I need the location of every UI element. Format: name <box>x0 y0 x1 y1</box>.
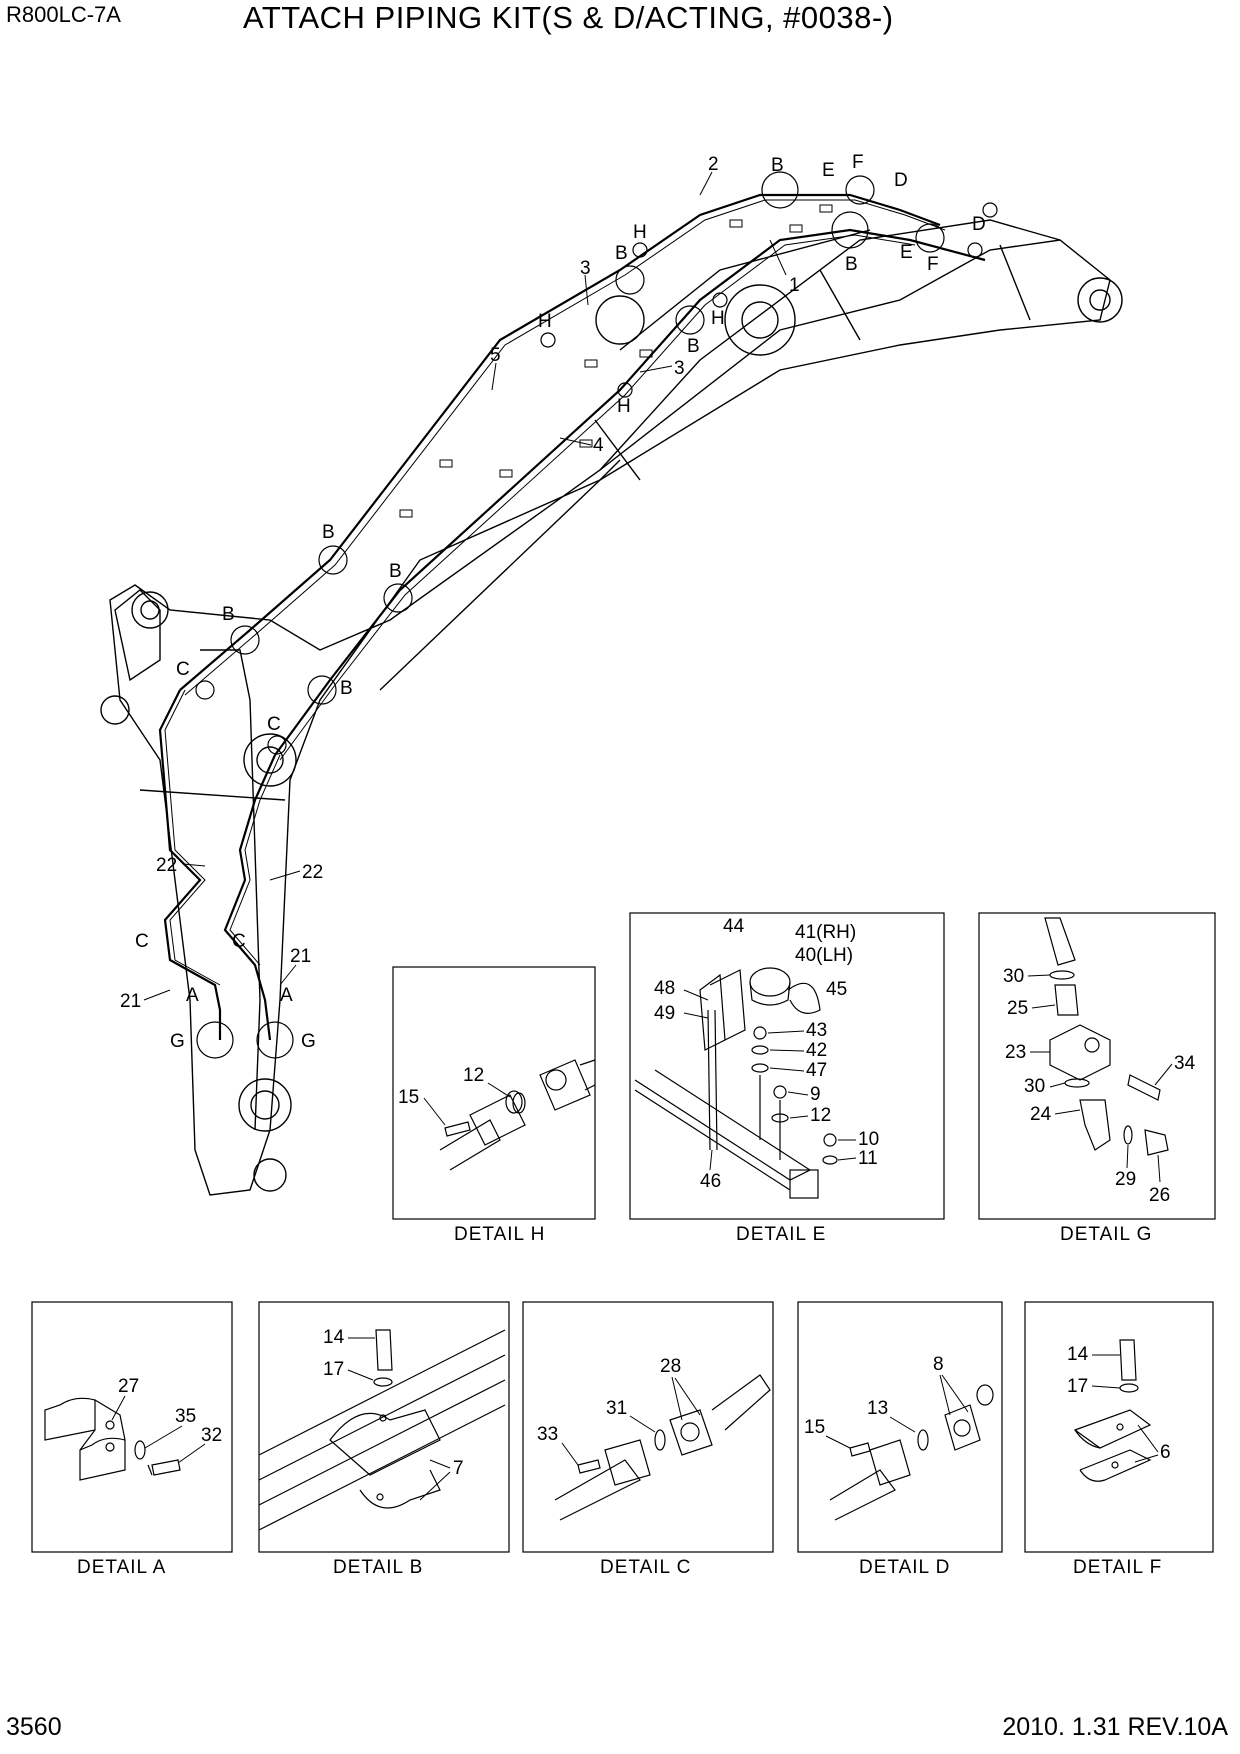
ref-letter: C <box>267 714 281 735</box>
model-number: R800LC-7A <box>6 2 121 27</box>
detail-part-number: 49 <box>654 1003 675 1024</box>
detail-caption: DETAIL H <box>454 1224 545 1245</box>
ref-letter: G <box>301 1031 316 1052</box>
detail-e: 44 41(RH) 40(LH) 45 48 49 43 42 47 9 12 … <box>629 912 945 1245</box>
detail-part-number: 25 <box>1007 998 1028 1019</box>
detail-part-number: 6 <box>1160 1442 1171 1463</box>
ref-letter: H <box>538 311 552 332</box>
detail-g: 30 25 23 34 30 24 29 26 DETAIL G <box>978 912 1216 1245</box>
ref-letter: F <box>852 152 864 173</box>
ref-letter: B <box>389 561 402 582</box>
callout-part: 3 <box>674 358 685 379</box>
page-title: ATTACH PIPING KIT(S & D/ACTING, #0038-) <box>243 0 894 35</box>
detail-f: 14 17 6 DETAIL F <box>1024 1301 1214 1578</box>
ref-letter: H <box>633 222 647 243</box>
ref-letter: A <box>186 985 199 1006</box>
detail-caption: DETAIL G <box>1060 1224 1152 1245</box>
callout-part: 3 <box>580 258 591 279</box>
detail-part-number: 23 <box>1005 1042 1026 1063</box>
page-number: 3560 <box>6 1713 62 1741</box>
ref-letter: B <box>340 678 353 699</box>
detail-part-number: 14 <box>323 1327 345 1348</box>
detail-part-number: 27 <box>118 1376 139 1397</box>
ref-letter: C <box>232 931 246 952</box>
detail-part-number: 41(RH) <box>795 922 856 943</box>
ref-letter: C <box>176 659 190 680</box>
ref-letter: E <box>822 160 835 181</box>
detail-part-number: 15 <box>398 1087 419 1108</box>
detail-part-number: 42 <box>806 1040 827 1061</box>
detail-c: 28 31 33 DETAIL C <box>522 1301 774 1578</box>
revision-label: 2010. 1.31 REV.10A <box>1002 1713 1228 1741</box>
ref-letter: B <box>845 254 858 275</box>
detail-part-number: 31 <box>606 1398 627 1419</box>
detail-part-number: 35 <box>175 1406 196 1427</box>
ref-letter: D <box>894 170 908 191</box>
ref-letter: E <box>900 242 913 263</box>
detail-caption: DETAIL C <box>600 1557 691 1578</box>
detail-b: 14 17 7 DETAIL B <box>258 1301 510 1578</box>
ref-letter: B <box>771 155 784 176</box>
detail-part-number: 13 <box>867 1398 888 1419</box>
ref-letter: G <box>170 1031 185 1052</box>
callout-part: 2 <box>708 154 719 175</box>
detail-a: 27 35 32 DETAIL A <box>31 1301 233 1578</box>
ref-letter: A <box>280 985 293 1006</box>
detail-caption: DETAIL F <box>1073 1557 1162 1578</box>
ref-letter: B <box>222 604 235 625</box>
callout-part: 1 <box>789 275 800 296</box>
detail-part-number: 30 <box>1003 966 1024 987</box>
detail-reference-letters: A A B B B B B B B B C C C C D D E E F F … <box>135 152 986 1052</box>
ref-letter: H <box>617 396 631 417</box>
ref-letter: B <box>687 336 700 357</box>
detail-caption: DETAIL A <box>77 1557 166 1578</box>
detail-caption: DETAIL D <box>859 1557 950 1578</box>
ref-letter: B <box>322 522 335 543</box>
boom-arm-assembly <box>100 171 1123 1196</box>
detail-part-number: 10 <box>858 1129 879 1150</box>
detail-part-number: 33 <box>537 1424 558 1445</box>
detail-part-number: 12 <box>810 1105 831 1126</box>
detail-part-number: 32 <box>201 1425 222 1446</box>
detail-h: 15 12 DETAIL H <box>392 966 596 1245</box>
detail-caption: DETAIL B <box>333 1557 423 1578</box>
detail-part-number: 48 <box>654 978 675 999</box>
callout-part: 4 <box>593 435 604 456</box>
detail-d: 8 13 15 DETAIL D <box>797 1301 1003 1578</box>
ref-letter: H <box>711 308 725 329</box>
ref-letter: C <box>135 931 149 952</box>
main-callouts: 1 2 3 3 4 5 21 21 22 22 <box>120 154 800 1012</box>
detail-part-number: 8 <box>933 1354 944 1375</box>
detail-part-number: 17 <box>323 1359 344 1380</box>
detail-caption: DETAIL E <box>736 1224 826 1245</box>
callout-part: 22 <box>302 862 323 883</box>
ref-letter: B <box>615 243 628 264</box>
detail-part-number: 26 <box>1149 1185 1170 1206</box>
detail-part-number: 29 <box>1115 1169 1136 1190</box>
detail-part-number: 40(LH) <box>795 945 853 966</box>
detail-part-number: 45 <box>826 979 847 1000</box>
detail-part-number: 44 <box>723 916 745 937</box>
callout-part: 22 <box>156 855 177 876</box>
detail-part-number: 11 <box>858 1148 878 1169</box>
detail-part-number: 46 <box>700 1171 721 1192</box>
ref-letter: D <box>972 214 986 235</box>
detail-part-number: 30 <box>1024 1076 1045 1097</box>
ref-letter: F <box>927 254 939 275</box>
callout-part: 21 <box>120 991 141 1012</box>
detail-part-number: 34 <box>1174 1053 1196 1074</box>
detail-part-number: 15 <box>804 1417 825 1438</box>
detail-part-number: 9 <box>810 1084 821 1105</box>
detail-part-number: 28 <box>660 1356 681 1377</box>
detail-part-number: 17 <box>1067 1376 1088 1397</box>
callout-part: 5 <box>490 345 501 366</box>
detail-part-number: 47 <box>806 1060 827 1081</box>
detail-part-number: 43 <box>806 1020 827 1041</box>
callout-part: 21 <box>290 946 311 967</box>
detail-part-number: 12 <box>463 1065 484 1086</box>
detail-part-number: 7 <box>453 1458 464 1479</box>
detail-part-number: 24 <box>1030 1104 1052 1125</box>
detail-part-number: 14 <box>1067 1344 1089 1365</box>
